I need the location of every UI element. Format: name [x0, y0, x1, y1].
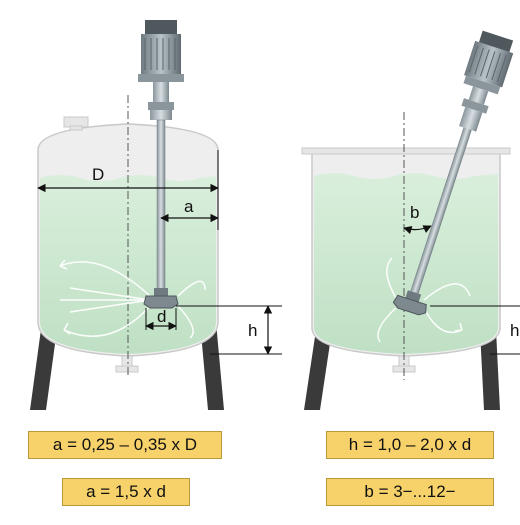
formula-h-ratio-d: h = 1,0 – 2,0 x d	[326, 431, 494, 459]
left-motor-flange	[138, 74, 184, 82]
left-shaft	[156, 119, 166, 293]
label-b: b	[410, 203, 419, 222]
right-tank-rim	[301, 147, 511, 155]
formula-a-ratio-D: a = 0,25 – 0,35 x D	[28, 431, 222, 459]
right-tank: b h	[301, 30, 520, 410]
left-tank: D a d h	[30, 20, 282, 410]
left-impeller	[143, 295, 179, 309]
right-motor	[464, 40, 514, 88]
right-tank-liquid	[314, 173, 498, 354]
formula-b-angle: b = 3−...12−	[326, 478, 494, 506]
right-motor-flange	[463, 75, 501, 95]
right-agitator	[392, 30, 514, 316]
right-impeller	[392, 294, 427, 316]
dim-b-arc	[403, 225, 432, 235]
left-flow-arrows	[59, 259, 206, 339]
label-h-right: h	[510, 321, 519, 340]
right-tank-leg-left	[304, 330, 332, 410]
left-motor	[141, 34, 181, 74]
label-D: D	[92, 165, 104, 184]
label-h: h	[248, 321, 257, 340]
formula-a-ratio-d: a = 1,5 x d	[62, 478, 190, 506]
left-tank-leg-left	[30, 322, 58, 410]
left-tank-outlet	[121, 355, 133, 367]
right-motor-fan-cover	[478, 30, 514, 52]
label-a: a	[184, 197, 194, 216]
left-impeller-hub	[154, 288, 168, 298]
right-tank-leg-right	[480, 330, 500, 410]
left-tank-leg-right	[200, 322, 224, 410]
left-motor-fan-cover	[145, 20, 177, 34]
label-d: d	[157, 307, 166, 326]
right-flow-arrows	[377, 257, 471, 343]
